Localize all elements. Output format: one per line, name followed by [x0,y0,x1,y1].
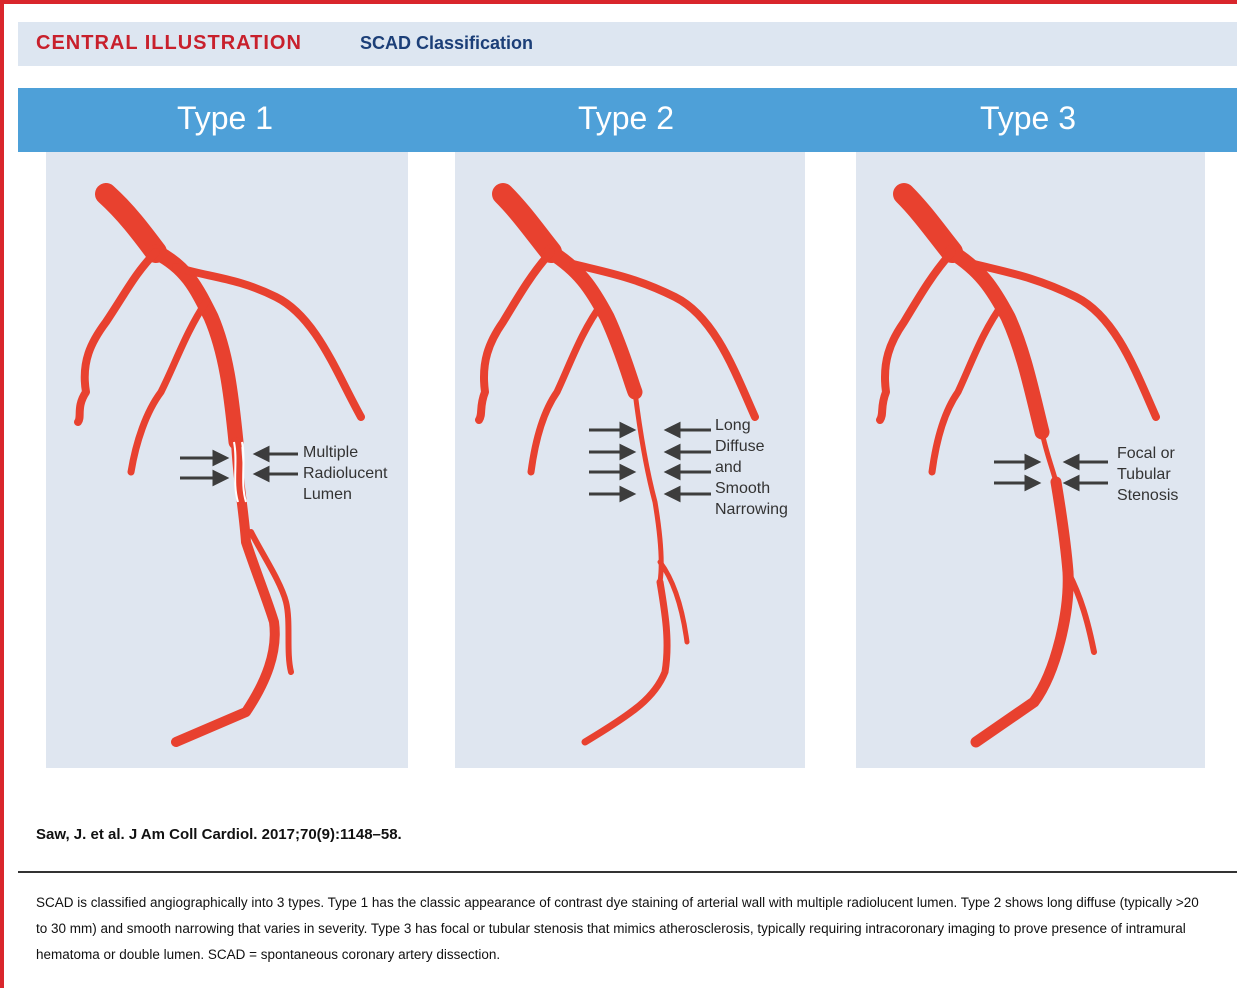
annotation-line: Multiple [303,442,388,463]
figure-subtitle: SCAD Classification [360,33,533,54]
figure-title: CENTRAL ILLUSTRATION [36,32,302,55]
divider [18,871,1237,873]
type-3-panel: Focal or Tubular Stenosis [856,152,1205,768]
annotation-line: and [715,457,788,478]
type-2-annotation: Long Diffuse and Smooth Narrowing [715,415,788,520]
annotation-line: Long [715,415,788,436]
annotation-line: Focal or [1117,443,1178,464]
annotation-line: Radiolucent [303,463,388,484]
type-1-panel: Multiple Radiolucent Lumen [46,152,408,768]
citation: Saw, J. et al. J Am Coll Cardiol. 2017;7… [36,826,402,843]
type-2-label: Type 2 [476,100,776,137]
annotation-line: Narrowing [715,499,788,520]
annotation-line: Tubular [1117,464,1178,485]
type-1-annotation: Multiple Radiolucent Lumen [303,442,388,505]
type-2-panel: Long Diffuse and Smooth Narrowing [455,152,805,768]
figure-caption: SCAD is classified angiographically into… [36,890,1211,968]
type-1-label: Type 1 [75,100,375,137]
annotation-line: Diffuse [715,436,788,457]
annotation-line: Smooth [715,478,788,499]
annotation-line: Lumen [303,484,388,505]
type-3-label: Type 3 [878,100,1178,137]
annotation-line: Stenosis [1117,485,1178,506]
type-3-annotation: Focal or Tubular Stenosis [1117,443,1178,506]
